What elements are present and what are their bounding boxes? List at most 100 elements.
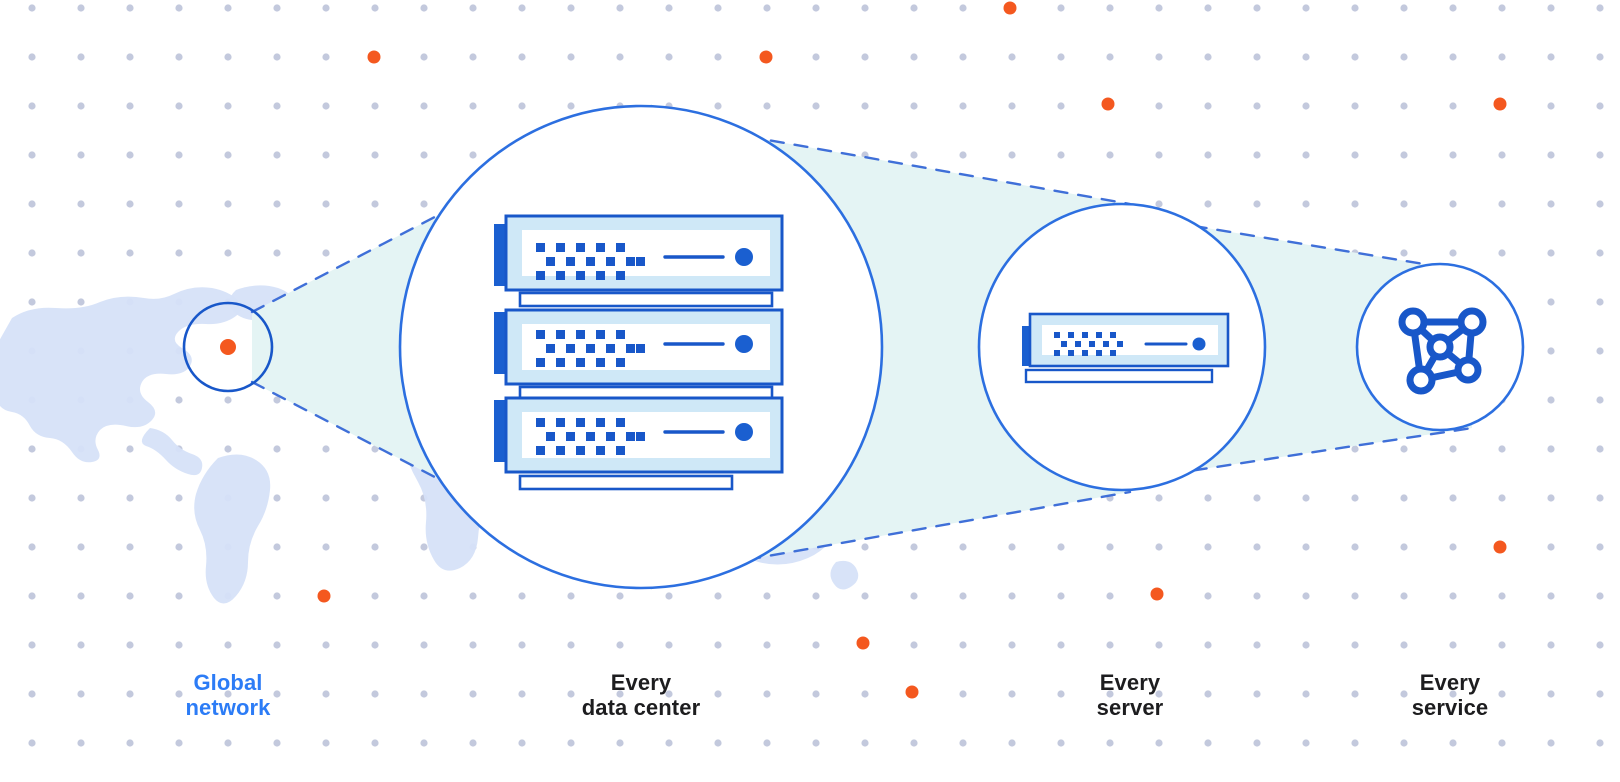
grid-dot (1449, 494, 1457, 502)
grid-dot (1351, 739, 1359, 747)
grid-dot (714, 690, 722, 698)
grid-dot (1400, 445, 1408, 453)
grid-dot (812, 690, 820, 698)
global-network-highlight[interactable] (182, 301, 274, 393)
grid-dot (861, 690, 869, 698)
grid-dot (1302, 690, 1310, 698)
grid-dot (273, 151, 281, 159)
grid-dot (567, 641, 575, 649)
grid-dot (1008, 102, 1016, 110)
grid-dot (1449, 592, 1457, 600)
grid-dot (959, 690, 967, 698)
grid-dot (1204, 102, 1212, 110)
accent-dot (1150, 587, 1164, 601)
grid-dot (1547, 102, 1555, 110)
grid-dot (1204, 4, 1212, 12)
grid-dot (1106, 739, 1114, 747)
grid-dot (1351, 641, 1359, 649)
grid-dot (469, 690, 477, 698)
grid-dot (1596, 641, 1604, 649)
grid-dot (1547, 151, 1555, 159)
accent-dot (1493, 97, 1507, 111)
grid-dot (77, 4, 85, 12)
grid-dot (812, 592, 820, 600)
single-server-status-led (1192, 337, 1206, 351)
grid-dot (1596, 592, 1604, 600)
grid-dot (126, 249, 134, 257)
grid-dot (959, 53, 967, 61)
grid-dot (1547, 494, 1555, 502)
grid-dot (861, 543, 869, 551)
grid-dot (273, 690, 281, 698)
grid-dot (1253, 151, 1261, 159)
grid-dot (959, 4, 967, 12)
grid-dot (959, 102, 967, 110)
grid-dot (910, 4, 918, 12)
grid-dot (1351, 445, 1359, 453)
grid-dot (714, 739, 722, 747)
grid-dot (28, 298, 36, 306)
grid-dot (28, 494, 36, 502)
grid-dot (1351, 543, 1359, 551)
grid-dot (224, 151, 232, 159)
grid-dot (1351, 494, 1359, 502)
grid-dot (812, 102, 820, 110)
grid-dot (469, 151, 477, 159)
grid-dot (665, 739, 673, 747)
grid-dot (420, 641, 428, 649)
grid-dot (1057, 53, 1065, 61)
grid-dot (1596, 690, 1604, 698)
grid-dot (910, 53, 918, 61)
grid-dot (28, 200, 36, 208)
grid-dot (1253, 592, 1261, 600)
accent-dot (317, 589, 331, 603)
grid-dot (420, 690, 428, 698)
grid-dot (175, 592, 183, 600)
grid-dot (77, 739, 85, 747)
grid-dot (420, 102, 428, 110)
grid-dot (1008, 690, 1016, 698)
grid-dot (1155, 641, 1163, 649)
grid-dot (322, 543, 330, 551)
grid-dot (175, 690, 183, 698)
grid-dot (861, 4, 869, 12)
grid-dot (616, 739, 624, 747)
grid-dot (175, 249, 183, 257)
grid-dot (714, 592, 722, 600)
grid-dot (1155, 53, 1163, 61)
grid-dot (861, 53, 869, 61)
grid-dot (28, 249, 36, 257)
grid-dot (518, 641, 526, 649)
grid-dot (77, 249, 85, 257)
grid-dot (371, 494, 379, 502)
grid-dot (763, 690, 771, 698)
grid-dot (763, 641, 771, 649)
grid-dot (1498, 445, 1506, 453)
grid-dot (861, 592, 869, 600)
accent-dot (367, 50, 381, 64)
grid-dot (77, 151, 85, 159)
rack-unit-2-status-led (735, 335, 753, 353)
grid-dot (1400, 641, 1408, 649)
grid-dot (1204, 641, 1212, 649)
grid-dot (1106, 151, 1114, 159)
grid-dot (910, 102, 918, 110)
grid-dot (273, 102, 281, 110)
grid-dot (1155, 494, 1163, 502)
grid-dot (420, 4, 428, 12)
grid-dot (1596, 102, 1604, 110)
grid-dot (959, 151, 967, 159)
grid-dot (1596, 347, 1604, 355)
grid-dot (1302, 4, 1310, 12)
grid-dot (420, 543, 428, 551)
grid-dot (1253, 4, 1261, 12)
grid-dot (1204, 151, 1212, 159)
grid-dot (1547, 641, 1555, 649)
grid-dot (1498, 592, 1506, 600)
grid-dot (126, 494, 134, 502)
grid-dot (322, 445, 330, 453)
grid-dot (1351, 102, 1359, 110)
grid-dot (1449, 690, 1457, 698)
grid-dot (1498, 151, 1506, 159)
